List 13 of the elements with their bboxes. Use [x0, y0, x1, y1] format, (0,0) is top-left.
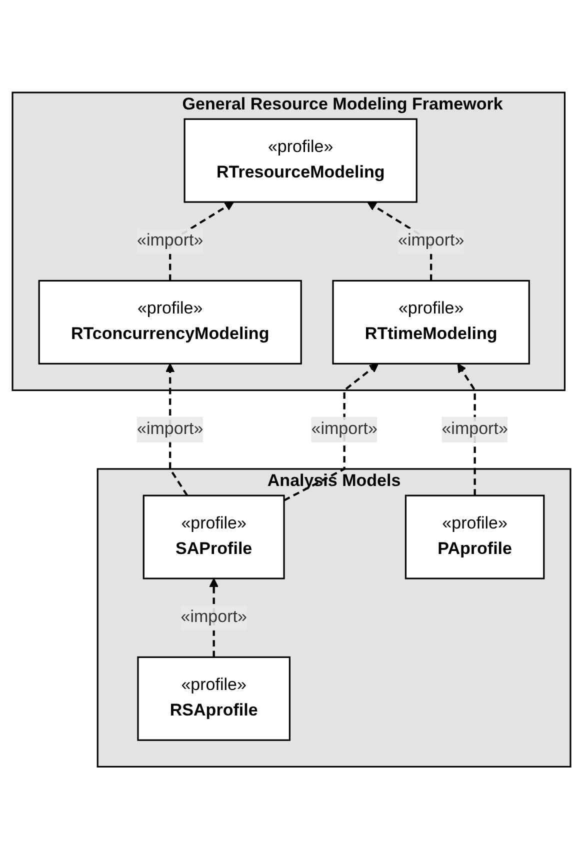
node-box: «profile» RSAprofile — [137, 656, 290, 741]
node-box: «profile» SAProfile — [142, 494, 285, 580]
edge-label: «import» — [180, 608, 247, 626]
node-box: «profile» RTresourceModeling — [184, 118, 418, 203]
edge-label: «import» — [442, 420, 508, 438]
node-box: «profile» RTtimeModeling — [332, 280, 530, 364]
edge-label: «import» — [137, 232, 204, 250]
arrow — [284, 363, 379, 502]
edge-label: «import» — [311, 420, 378, 438]
node-box: «profile» RTconcurrencyModeling — [38, 280, 302, 364]
edge-label: «import» — [137, 420, 204, 438]
edge-label: «import» — [398, 232, 464, 250]
node-box: «profile» PAprofile — [404, 494, 545, 580]
